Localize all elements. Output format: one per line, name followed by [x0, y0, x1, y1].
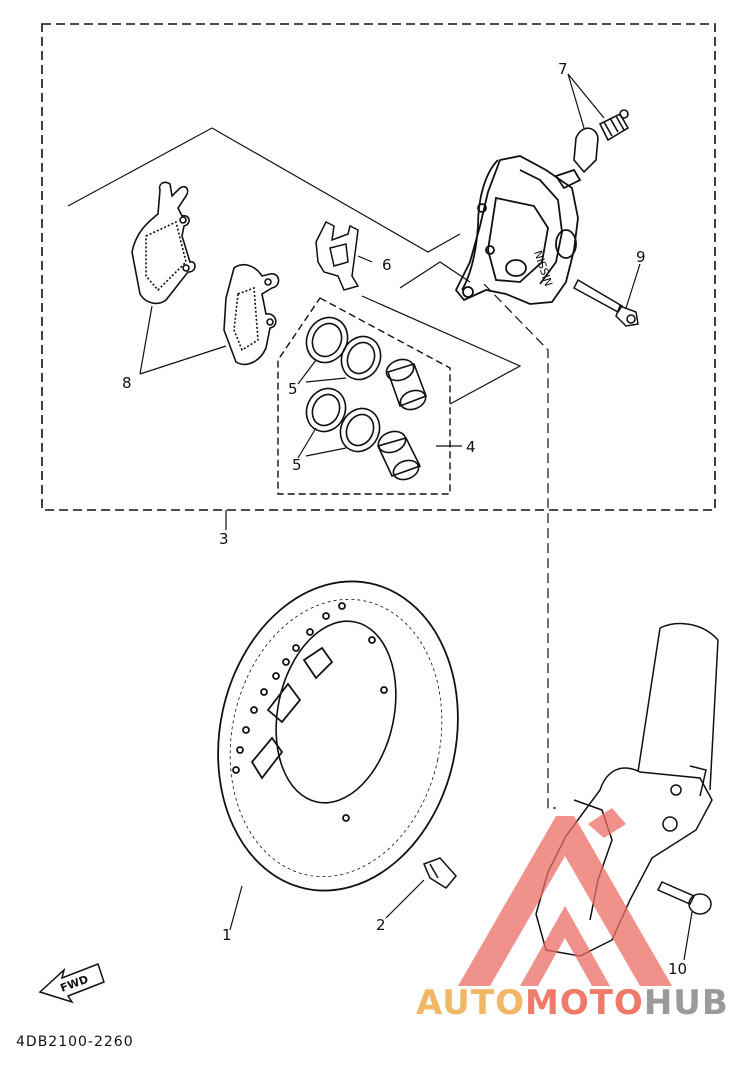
fwd-arrow: FWD [38, 963, 105, 1004]
callout-2: 2 [376, 916, 386, 934]
brake-caliper [454, 155, 582, 305]
drawing-number: 4DB2100-2260 [16, 1034, 134, 1050]
callout-9: 9 [636, 248, 646, 266]
caliper-pistons [376, 358, 428, 481]
front-fork [535, 622, 719, 957]
watermark-moto: MOTO [525, 983, 644, 1023]
mounting-bolt-10 [656, 881, 712, 915]
callout-5a: 5 [288, 380, 298, 398]
brake-disc [217, 580, 459, 892]
caliper-assembly-outline [41, 23, 716, 511]
seal-guide-line [361, 295, 522, 405]
caliper-bolt-9 [573, 278, 639, 327]
callout-10: 10 [668, 960, 687, 978]
pad-guide-line [67, 127, 461, 253]
callout-8: 8 [122, 374, 132, 392]
watermark-hub: HUB [644, 983, 729, 1023]
callout-6: 6 [382, 256, 392, 274]
callout-5b: 5 [292, 456, 302, 474]
watermark-triangle [458, 816, 672, 986]
watermark: AUTOMOTOHUB [416, 808, 729, 1023]
brake-pad-right [223, 263, 280, 366]
callout-4: 4 [466, 438, 476, 456]
caliper-guide-line [399, 261, 471, 289]
piston-seals [305, 316, 382, 453]
watermark-auto: AUTO [416, 983, 525, 1023]
svg-text:AUTOMOTOHUB: AUTOMOTOHUB [416, 983, 729, 1023]
callout-3: 3 [219, 530, 229, 548]
mounting-guide-line [483, 283, 556, 809]
brake-pad-left [131, 181, 196, 305]
disc-screw [423, 857, 457, 889]
pad-spring-clip [315, 220, 360, 291]
bleed-screw [573, 109, 630, 174]
callout-1: 1 [222, 926, 232, 944]
callout-7: 7 [558, 60, 568, 78]
seal-kit-outline [277, 297, 451, 495]
leader-lines [139, 73, 693, 961]
